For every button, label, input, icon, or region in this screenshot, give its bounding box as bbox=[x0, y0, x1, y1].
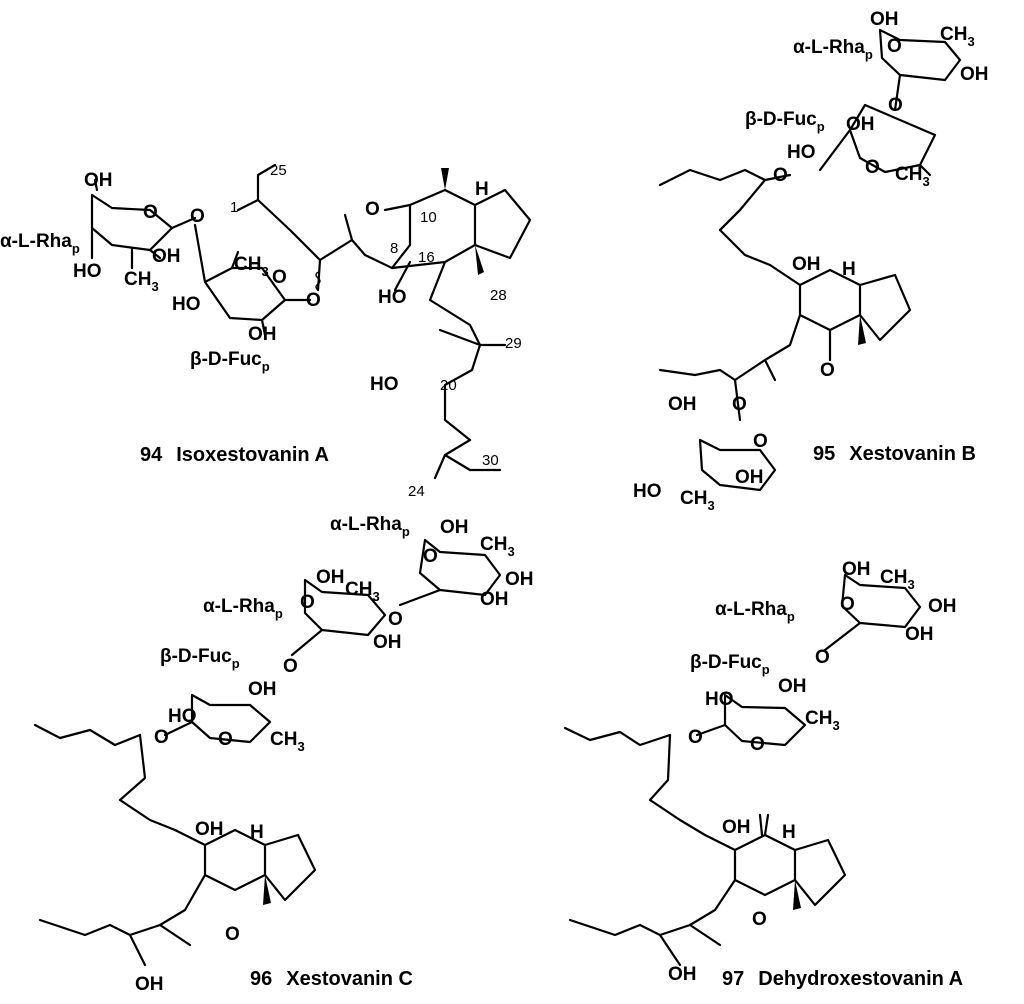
ring-o-94a: O bbox=[143, 202, 158, 223]
oh-label-95a: OH bbox=[870, 9, 899, 30]
fuc-label-96: β-D-Fucp bbox=[160, 646, 240, 671]
ho-label-94b: HO bbox=[172, 294, 201, 315]
link-o-96a: O bbox=[388, 609, 403, 630]
oh-label-95e: OH bbox=[668, 394, 697, 415]
ring-o-95b: O bbox=[865, 157, 880, 178]
h-label-96: H bbox=[250, 822, 264, 843]
ring-o-95c: O bbox=[753, 431, 768, 452]
ho-label-94a: HO bbox=[73, 261, 102, 282]
link-o-96b: O bbox=[283, 656, 298, 677]
oh-label-96b: OH bbox=[505, 569, 534, 590]
rha-label-97: α-L-Rhap bbox=[715, 599, 795, 624]
atom-num-1: 1 bbox=[230, 199, 238, 216]
structure-94 bbox=[90, 163, 532, 480]
atom-num-24: 24 bbox=[408, 483, 425, 500]
fuc-label-94: β-D-Fucp bbox=[190, 349, 270, 374]
atom-num-16: 16 bbox=[418, 249, 435, 266]
rha-label-96b: α-L-Rhap bbox=[203, 596, 283, 621]
ch3-label-94b: CH3 bbox=[234, 254, 269, 279]
oh-label-94d: HO bbox=[378, 287, 407, 308]
link-o-94a: O bbox=[190, 206, 205, 227]
ch3-label-97b: CH3 bbox=[805, 708, 840, 733]
atom-num-10: 10 bbox=[420, 209, 437, 226]
atom-num-28: 28 bbox=[490, 287, 507, 304]
ch3-label-97a: CH3 bbox=[880, 567, 915, 592]
ring-o-95a: O bbox=[887, 36, 902, 57]
ho-label-97a: HO bbox=[705, 689, 734, 710]
ring-o-97a: O bbox=[840, 594, 855, 615]
ring-o-96c: O bbox=[218, 729, 233, 750]
oh-label-96h: OH bbox=[135, 974, 164, 995]
atom-num-25: 25 bbox=[270, 162, 287, 179]
ketone-o-95: O bbox=[820, 360, 835, 381]
ch3-label-95c: CH3 bbox=[680, 488, 715, 513]
ketone-o-96: O bbox=[225, 924, 240, 945]
oh-label-97f: OH bbox=[668, 964, 697, 985]
oh-label-95f: OH bbox=[735, 467, 764, 488]
h-label-94: H bbox=[475, 179, 489, 200]
ho-label-95a: HO bbox=[787, 142, 816, 163]
ch3-label-95b: CH3 bbox=[895, 164, 930, 189]
link-o-97b: O bbox=[688, 727, 703, 748]
structure-95 bbox=[658, 28, 962, 492]
ch3-label-96a: CH3 bbox=[480, 534, 515, 559]
link-o-96c: O bbox=[154, 727, 169, 748]
link-o-94b: O bbox=[306, 290, 321, 311]
atom-num-20: 20 bbox=[440, 377, 457, 394]
ch3-label-95a: CH3 bbox=[940, 24, 975, 49]
ho-label-96a: HO bbox=[168, 706, 197, 727]
atom-num-29: 29 bbox=[505, 335, 522, 352]
oh-label-95b: OH bbox=[960, 64, 989, 85]
ring-o-96a: O bbox=[423, 546, 438, 567]
oh-label-96c: OH bbox=[480, 589, 509, 610]
oh-label-96g: OH bbox=[195, 819, 224, 840]
ring-o-96b: O bbox=[300, 592, 315, 613]
ho-label-94e: HO bbox=[370, 374, 399, 395]
ketone-o-97: O bbox=[752, 909, 767, 930]
link-o-95c: O bbox=[732, 394, 747, 415]
ho-label-95b: HO bbox=[633, 481, 662, 502]
rha-label-94: α-L-Rhap bbox=[0, 231, 80, 256]
ch3-label-96c: CH3 bbox=[270, 729, 305, 754]
oh-label-94b: OH bbox=[152, 246, 181, 267]
oh-label-97d: OH bbox=[778, 676, 807, 697]
oh-label-96d: OH bbox=[316, 567, 345, 588]
fuc-label-95: β-D-Fucp bbox=[745, 109, 825, 134]
ketone-o-94: O bbox=[365, 199, 380, 220]
oh-label-97e: OH bbox=[722, 817, 751, 838]
ch3-label-96b: CH3 bbox=[345, 579, 380, 604]
link-o-97a: O bbox=[815, 647, 830, 668]
ch3-label-94a: CH3 bbox=[124, 269, 159, 294]
oh-label-96f: OH bbox=[248, 679, 277, 700]
oh-label-97b: OH bbox=[928, 596, 957, 617]
atom-num-30: 30 bbox=[482, 452, 499, 469]
structure-96 bbox=[33, 538, 502, 967]
link-o-95b: O bbox=[773, 165, 788, 186]
oh-label-95d: OH bbox=[792, 254, 821, 275]
rha-label-95: α-L-Rhap bbox=[793, 37, 873, 62]
atom-num-8: 8 bbox=[390, 240, 398, 257]
ring-o-94b: O bbox=[272, 267, 287, 288]
oh-label-94c: OH bbox=[248, 324, 277, 345]
oh-label-97c: OH bbox=[905, 624, 934, 645]
structure-97 bbox=[563, 573, 922, 967]
oh-label-96e: OH bbox=[373, 632, 402, 653]
rha-label-96a: α-L-Rhap bbox=[330, 514, 410, 539]
h-label-97: H bbox=[782, 822, 796, 843]
link-o-95a: O bbox=[888, 95, 903, 116]
fuc-label-97: β-D-Fucp bbox=[690, 652, 770, 677]
oh-label-96a: OH bbox=[440, 517, 469, 538]
oh-label-97a: OH bbox=[842, 559, 871, 580]
h-label-95: H bbox=[842, 259, 856, 280]
ring-o-97b: O bbox=[750, 734, 765, 755]
oh-label-95c: OH bbox=[846, 114, 875, 135]
oh-label-94a: OH bbox=[84, 170, 113, 191]
